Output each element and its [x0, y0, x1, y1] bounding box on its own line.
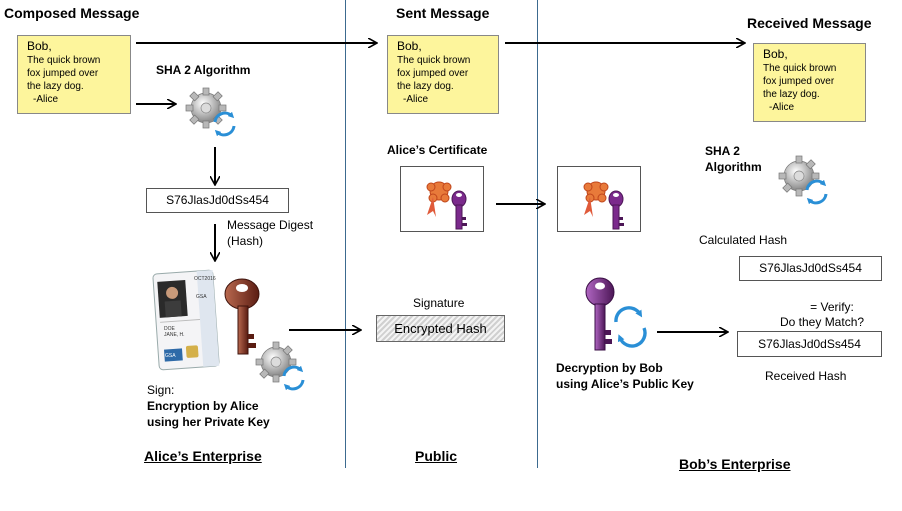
sent-message-heading: Sent Message — [396, 5, 490, 21]
public-label: Public — [415, 448, 458, 464]
note-line: the lazy dog. — [763, 89, 820, 100]
public-key-icon — [584, 276, 654, 356]
id-card-icon: OCT2016 GSA DOE JANE, H. GSA — [150, 268, 222, 372]
note-signoff: -Alice — [769, 102, 795, 113]
calculated-hash-box: S76JlasJd0dSs454 — [739, 256, 882, 281]
note-line: fox jumped over — [763, 76, 835, 87]
certificate-icon — [400, 166, 484, 232]
bob-enterprise-label: Bob’s Enterprise — [679, 456, 791, 472]
composed-message-note: Bob, The quick brown fox jumped over the… — [17, 35, 131, 114]
sign-desc-line: Encryption by Alice — [147, 399, 259, 413]
note-line: fox jumped over — [27, 68, 99, 79]
sign-desc-line: using her Private Key — [147, 415, 270, 429]
received-hash-label: Received Hash — [765, 369, 847, 383]
received-message-note: Bob, The quick brown fox jumped over the… — [753, 43, 866, 122]
sign-description: Encryption by Alice using her Private Ke… — [147, 398, 270, 430]
composed-message-heading: Composed Message — [4, 5, 140, 21]
certificate-icon — [557, 166, 641, 232]
gear-refresh-icon — [777, 154, 837, 206]
gear-refresh-icon — [182, 86, 242, 138]
sha-label-line: Algorithm — [705, 160, 762, 174]
note-line: The quick brown — [397, 55, 471, 66]
message-digest-box: S76JlasJd0dSs454 — [146, 188, 289, 213]
id-card-org: GSA — [165, 353, 176, 359]
private-key-icon — [222, 276, 266, 358]
note-signoff: -Alice — [403, 94, 429, 105]
sha-algorithm-label-right: SHA 2 Algorithm — [705, 143, 762, 175]
note-signoff: -Alice — [33, 94, 59, 105]
sign-label: Sign: — [147, 383, 175, 397]
received-hash-box: S76JlasJd0dSs454 — [737, 331, 882, 357]
verify-line: = Verify: — [810, 300, 854, 314]
note-greeting: Bob, — [27, 39, 52, 53]
decrypt-desc-line: Decryption by Bob — [556, 361, 663, 375]
sha-label-line: SHA 2 — [705, 144, 740, 158]
note-line: The quick brown — [27, 55, 101, 66]
received-message-heading: Received Message — [747, 15, 872, 31]
calculated-hash-label: Calculated Hash — [699, 233, 788, 247]
sent-message-note: Bob, The quick brown fox jumped over the… — [387, 35, 499, 114]
divider-left — [345, 0, 346, 468]
alice-enterprise-label: Alice’s Enterprise — [144, 448, 262, 464]
note-line: fox jumped over — [397, 68, 469, 79]
id-card-org: GSA — [196, 294, 207, 300]
divider-right — [537, 0, 538, 468]
note-line: the lazy dog. — [27, 81, 84, 92]
id-card-name: DOE — [164, 326, 175, 332]
verify-line: Do they Match? — [780, 315, 865, 329]
digest-label-line: Message Digest — [227, 218, 314, 232]
message-digest-label: Message Digest (Hash) — [227, 217, 313, 249]
id-card-name: JANE, H. — [164, 332, 185, 338]
decrypt-desc-line: using Alice’s Public Key — [556, 377, 694, 391]
sha-algorithm-label: SHA 2 Algorithm — [156, 63, 251, 77]
verify-label: = Verify: Do they Match? — [780, 300, 864, 330]
note-line: the lazy dog. — [397, 81, 454, 92]
id-card-date: OCT2016 — [194, 276, 216, 282]
decryption-description: Decryption by Bob using Alice’s Public K… — [556, 360, 694, 392]
signature-label: Signature — [413, 296, 465, 310]
digest-label-line: (Hash) — [227, 234, 264, 248]
note-greeting: Bob, — [397, 39, 422, 53]
note-line: The quick brown — [763, 63, 837, 74]
certificate-label: Alice’s Certificate — [387, 143, 488, 157]
encrypted-hash-box: Encrypted Hash — [376, 315, 505, 342]
gear-refresh-icon — [254, 340, 314, 392]
note-greeting: Bob, — [763, 47, 788, 61]
